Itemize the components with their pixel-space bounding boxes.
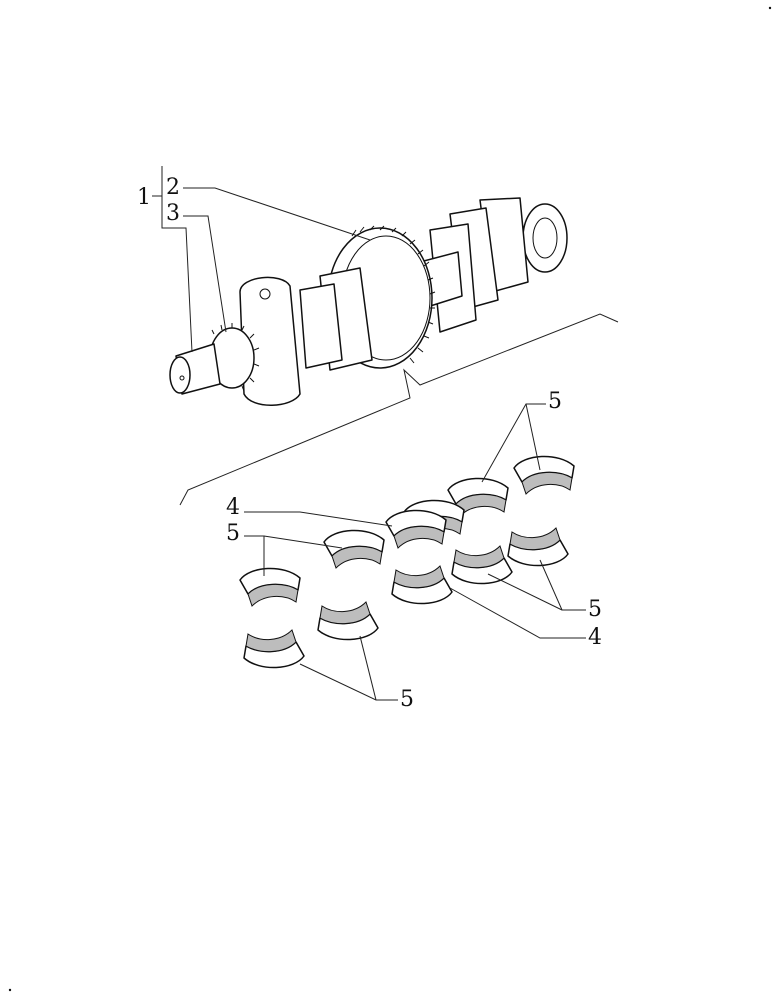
bearing-shell-6 xyxy=(239,567,301,607)
bearing-shell-7 xyxy=(507,527,569,567)
bearing-shell-9 xyxy=(391,565,453,605)
callout-4-upper: 4 xyxy=(226,495,240,520)
bearing-shell-4 xyxy=(385,509,447,549)
bearing-shell-11 xyxy=(243,629,305,669)
corner-dot-top-right xyxy=(768,6,772,10)
callout-5-right: 5 xyxy=(588,597,602,622)
callout-5-bottom: 5 xyxy=(400,687,414,712)
callout-4-lower: 4 xyxy=(588,625,602,650)
bearing-shell-10 xyxy=(317,601,379,641)
callout-3: 3 xyxy=(166,201,180,226)
callout-2: 2 xyxy=(166,175,180,200)
section-break-line xyxy=(179,313,619,506)
crankshaft xyxy=(169,197,568,406)
callout-1: 1 xyxy=(137,185,151,210)
corner-dot-bottom-left xyxy=(8,988,12,992)
callout-5-left: 5 xyxy=(226,521,240,546)
bearing-shell-1 xyxy=(513,455,575,495)
bearing-shell-5 xyxy=(323,529,385,569)
leader-lines xyxy=(152,166,586,701)
callout-5-top-right: 5 xyxy=(548,389,562,414)
bearing-shell-8 xyxy=(451,545,513,585)
